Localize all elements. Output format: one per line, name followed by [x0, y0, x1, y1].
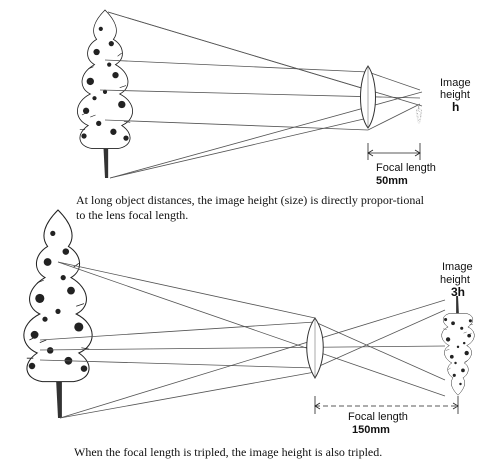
bottom-image-tree [441, 295, 475, 396]
bottom-tree [23, 209, 93, 419]
bottom-lens [306, 317, 324, 379]
bottom-rays [39, 261, 446, 419]
top-focal-dimension [367, 143, 421, 160]
top-focal-value: 50mm [376, 175, 408, 187]
top-image-label-1: Image [440, 77, 471, 89]
top-lens [360, 65, 376, 129]
bottom-focal-label: Focal length [348, 411, 408, 423]
bottom-focal-dimension [314, 396, 459, 414]
bottom-image-symbol: 3h [451, 285, 465, 299]
bottom-image-label-1: Image [442, 261, 473, 273]
top-image-symbol: h [452, 100, 459, 114]
bottom-caption: When the focal length is tripled, the im… [74, 445, 383, 459]
bottom-focal-value: 150mm [352, 424, 390, 436]
bottom-image-label-2: height [440, 274, 470, 286]
top-tree [76, 9, 134, 179]
top-image-tree [416, 105, 422, 124]
top-image-label-2: height [440, 89, 470, 101]
top-focal-label: Focal length [376, 162, 436, 174]
top-caption: At long object distances, the image heig… [76, 193, 424, 222]
